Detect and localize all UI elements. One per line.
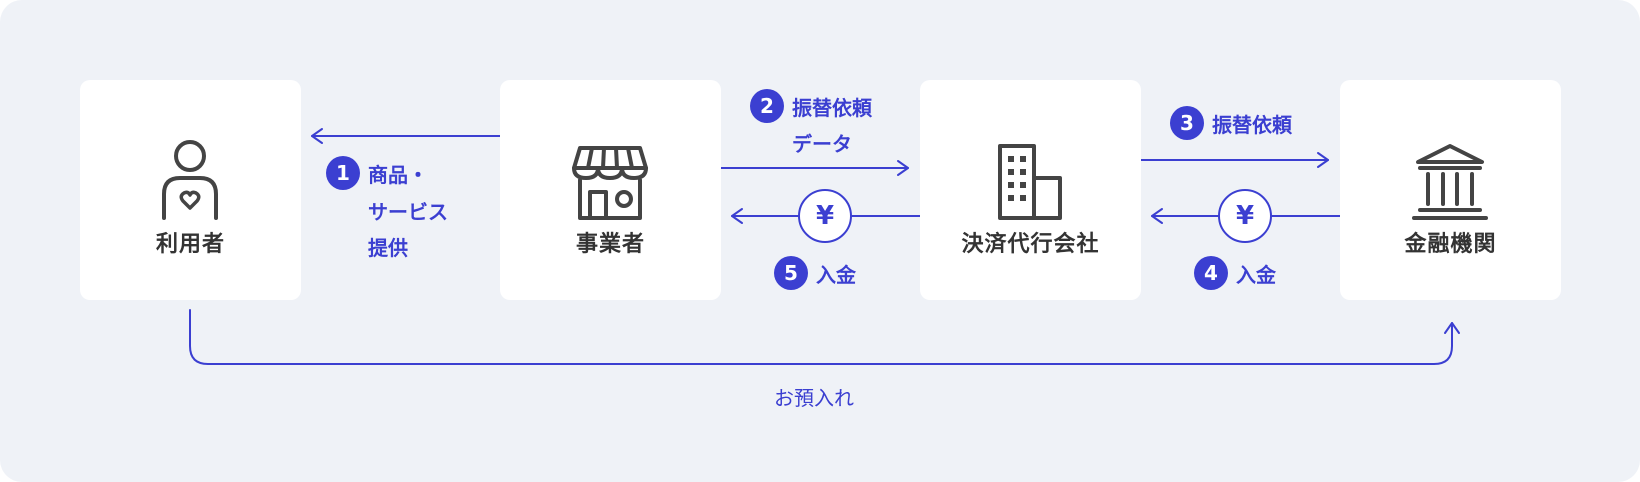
step-4-line-1: 入金 — [1236, 262, 1276, 287]
step-2-line-2: データ — [792, 132, 852, 156]
node-label: 金融機関 — [1404, 232, 1497, 257]
deposit-label: お預入れ — [774, 386, 854, 410]
step-1-line-3: 提供 — [368, 236, 408, 260]
node-bank: 金融機関 — [1340, 80, 1561, 300]
node-agency: 決済代行会社 — [920, 80, 1141, 300]
step-1-line-2: サービス — [368, 200, 448, 224]
arrow-service-to-user — [311, 128, 501, 144]
step-1-label: 1 商品・ — [326, 156, 428, 190]
bank-icon — [1412, 144, 1488, 220]
node-label: 利用者 — [155, 232, 225, 257]
step-2-badge: 2 — [750, 89, 784, 123]
yen-icon: ¥ — [1218, 189, 1272, 243]
arrow-user-deposit — [189, 309, 1460, 365]
node-label: 決済代行会社 — [961, 232, 1100, 257]
office-building-icon — [998, 144, 1062, 220]
storefront-icon — [572, 146, 648, 220]
arrow-transfer-data — [719, 160, 909, 176]
step-4-badge: 4 — [1194, 256, 1228, 290]
step-1-line-1: 商品・ — [368, 162, 428, 187]
arrow-transfer-request — [1139, 152, 1329, 168]
person-heart-icon — [162, 140, 218, 220]
node-user: 利用者 — [80, 80, 301, 300]
step-2-line-1: 振替依頼 — [792, 95, 872, 120]
step-3-line-1: 振替依頼 — [1212, 112, 1292, 137]
step-3-label: 3 振替依頼 — [1170, 106, 1292, 140]
step-2-label: 2 振替依頼 — [750, 89, 872, 123]
node-label: 事業者 — [575, 232, 645, 257]
step-5-badge: 5 — [774, 256, 808, 290]
step-5-line-1: 入金 — [816, 262, 856, 287]
yen-icon: ¥ — [798, 189, 852, 243]
step-4-label: 4 入金 — [1194, 256, 1276, 290]
node-merchant: 事業者 — [500, 80, 721, 300]
step-5-label: 5 入金 — [774, 256, 856, 290]
step-3-badge: 3 — [1170, 106, 1204, 140]
step-1-badge: 1 — [326, 156, 360, 190]
